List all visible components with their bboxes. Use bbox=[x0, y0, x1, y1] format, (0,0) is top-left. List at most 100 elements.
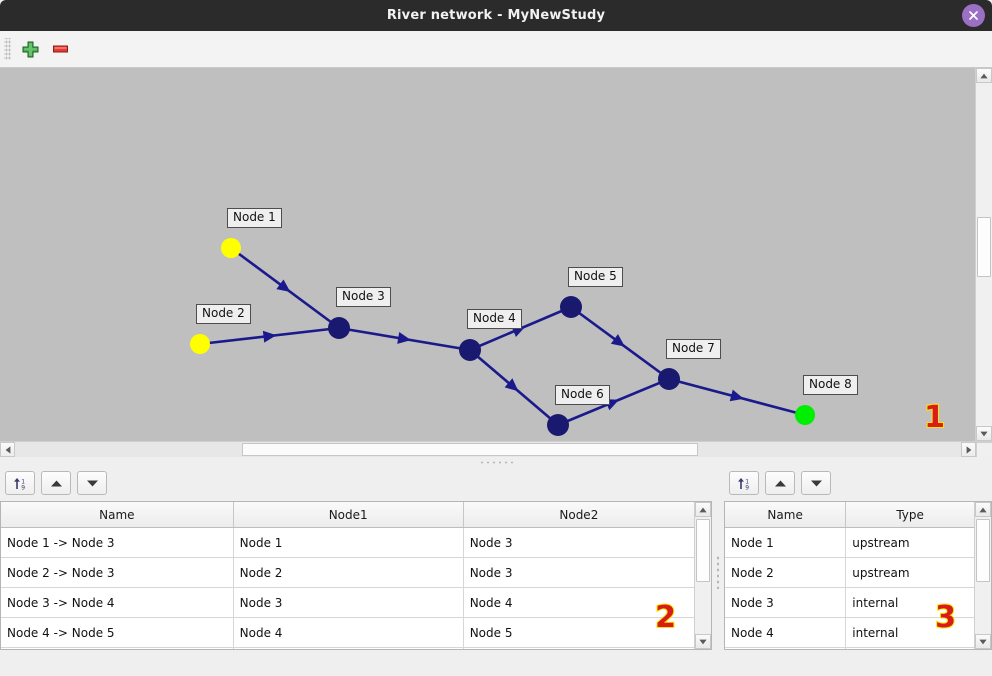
table-cell-empty[interactable] bbox=[725, 647, 847, 649]
nodes-col-type[interactable]: Type bbox=[845, 502, 974, 528]
table-cell-node1[interactable]: Node 3 bbox=[233, 587, 464, 618]
reaches-col-name[interactable]: Name bbox=[1, 502, 234, 528]
splitter-grip-dots bbox=[479, 459, 513, 465]
nodes-move-down-button[interactable] bbox=[801, 471, 831, 495]
graph-horizontal-scrollbar[interactable] bbox=[0, 441, 992, 457]
toolbar-grip[interactable] bbox=[4, 38, 11, 60]
graph-edge-arrow bbox=[610, 334, 625, 347]
graph-node-label-node-2[interactable]: Node 2 bbox=[196, 304, 251, 324]
graph-node-node-5[interactable] bbox=[560, 296, 582, 318]
reaches-move-up-button[interactable] bbox=[41, 471, 71, 495]
table-cell-node1[interactable]: Node 4 bbox=[233, 617, 464, 648]
nodes-move-up-button[interactable] bbox=[765, 471, 795, 495]
graph-node-node-3[interactable] bbox=[328, 317, 350, 339]
graph-node-node-6[interactable] bbox=[547, 414, 569, 436]
table-cell-node2[interactable]: Node 5 bbox=[463, 617, 694, 648]
nodes-col-name[interactable]: Name bbox=[725, 502, 847, 528]
table-cell-empty[interactable] bbox=[233, 647, 464, 649]
table-cell-empty[interactable] bbox=[463, 647, 694, 649]
reaches-vertical-scrollbar[interactable] bbox=[694, 502, 711, 649]
table-cell-empty[interactable] bbox=[1, 647, 234, 649]
scroll-up-icon[interactable] bbox=[976, 68, 992, 83]
table-cell-name[interactable]: Node 2 -> Node 3 bbox=[1, 557, 234, 588]
annotation-marker-1: 1 bbox=[923, 399, 946, 436]
table-row-empty[interactable] bbox=[1, 647, 694, 649]
nodes-sort-button[interactable]: 1 9 bbox=[729, 471, 759, 495]
graph-node-node-1[interactable] bbox=[221, 238, 241, 258]
table-row-empty[interactable] bbox=[725, 647, 974, 649]
graph-node-label-node-5[interactable]: Node 5 bbox=[568, 267, 623, 287]
nodes-vscroll-track[interactable] bbox=[975, 517, 991, 634]
network-graph-canvas[interactable]: 1 Node 1 Node 2 Node 3 Node 4 Node 5 Node 6 No… bbox=[0, 68, 975, 441]
table-cell-name[interactable]: Node 4 bbox=[725, 617, 847, 648]
reaches-col-node2[interactable]: Node2 bbox=[463, 502, 694, 528]
graph-node-label-node-3[interactable]: Node 3 bbox=[336, 287, 391, 307]
graph-node-node-2[interactable] bbox=[190, 334, 210, 354]
vertical-splitter[interactable] bbox=[712, 467, 724, 676]
table-cell-node1[interactable]: Node 1 bbox=[233, 527, 464, 558]
scroll-down-icon[interactable] bbox=[695, 634, 711, 649]
graph-vscroll-track[interactable] bbox=[976, 83, 992, 426]
scroll-down-icon[interactable] bbox=[976, 426, 992, 441]
remove-minus-icon[interactable] bbox=[45, 34, 75, 64]
horizontal-splitter[interactable] bbox=[0, 457, 992, 467]
scroll-left-icon[interactable] bbox=[0, 442, 15, 457]
graph-node-label-node-1[interactable]: Node 1 bbox=[227, 208, 282, 228]
table-cell-node2[interactable]: Node 3 bbox=[463, 527, 694, 558]
nodes-vertical-scrollbar[interactable] bbox=[974, 502, 991, 649]
table-cell-name[interactable]: Node 2 bbox=[725, 557, 847, 588]
table-cell-name[interactable]: Node 4 -> Node 5 bbox=[1, 617, 234, 648]
table-cell-type[interactable]: upstream bbox=[845, 557, 974, 588]
graph-node-label-node-7[interactable]: Node 7 bbox=[666, 339, 721, 359]
reaches-sort-button[interactable]: 1 9 bbox=[5, 471, 35, 495]
scroll-right-icon[interactable] bbox=[961, 442, 976, 457]
table-cell-type[interactable]: internal bbox=[845, 617, 974, 648]
reaches-vscroll-thumb[interactable] bbox=[696, 519, 710, 582]
table-cell-name[interactable]: Node 3 -> Node 4 bbox=[1, 587, 234, 618]
graph-node-label-node-4[interactable]: Node 4 bbox=[467, 309, 522, 329]
scroll-down-icon[interactable] bbox=[975, 634, 991, 649]
graph-node-node-8[interactable] bbox=[795, 405, 815, 425]
add-plus-icon[interactable] bbox=[15, 34, 45, 64]
graph-node-label-node-6[interactable]: Node 6 bbox=[555, 385, 610, 405]
graph-vertical-scrollbar[interactable] bbox=[975, 68, 992, 441]
table-cell-node2[interactable]: Node 4 bbox=[463, 587, 694, 618]
graph-node-label-node-8[interactable]: Node 8 bbox=[803, 375, 858, 395]
table-cell-name[interactable]: Node 1 -> Node 3 bbox=[1, 527, 234, 558]
table-cell-empty[interactable] bbox=[845, 647, 974, 649]
table-cell-name[interactable]: Node 1 bbox=[725, 527, 847, 558]
scroll-up-icon[interactable] bbox=[695, 502, 711, 517]
scroll-up-icon[interactable] bbox=[975, 502, 991, 517]
reaches-col-node1[interactable]: Node1 bbox=[233, 502, 464, 528]
reaches-vscroll-track[interactable] bbox=[695, 517, 711, 634]
graph-node-node-7[interactable] bbox=[658, 368, 680, 390]
table-cell-node1[interactable]: Node 2 bbox=[233, 557, 464, 588]
graph-node-node-4[interactable] bbox=[459, 339, 481, 361]
graph-hscroll-thumb[interactable] bbox=[242, 443, 699, 456]
graph-vscroll-thumb[interactable] bbox=[977, 216, 991, 278]
table-cell-type[interactable]: internal bbox=[845, 587, 974, 618]
close-icon[interactable] bbox=[962, 4, 985, 27]
table-cell-type[interactable]: upstream bbox=[845, 527, 974, 558]
table-cell-node2[interactable]: Node 3 bbox=[463, 557, 694, 588]
reaches-header-row: Name Node1 Node2 bbox=[1, 502, 694, 528]
reaches-move-down-button[interactable] bbox=[77, 471, 107, 495]
main-toolbar bbox=[0, 31, 992, 68]
graph-edge-arrow bbox=[504, 378, 519, 392]
graph-hscroll-track[interactable] bbox=[15, 442, 961, 457]
table-cell-name[interactable]: Node 3 bbox=[725, 587, 847, 618]
nodes-vscroll-thumb[interactable] bbox=[976, 519, 990, 582]
